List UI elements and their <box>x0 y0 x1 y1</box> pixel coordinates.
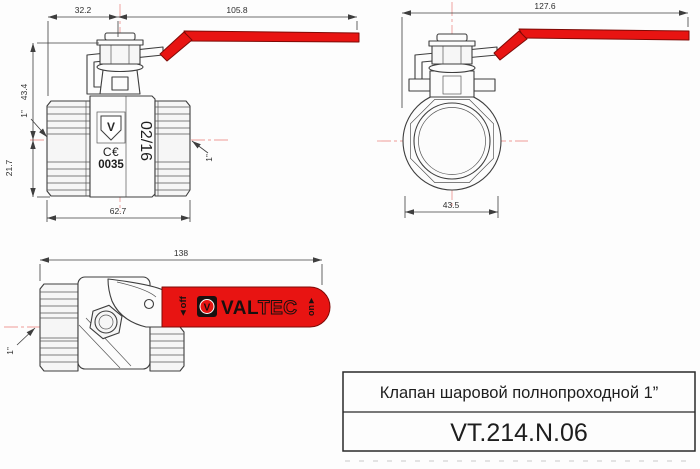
stem-assembly <box>96 32 144 95</box>
dim-label-center-to-top: 43.4 <box>19 83 29 100</box>
brand-text-outline: TEC <box>258 298 298 319</box>
side-view: V C€ 0035 02/16 32.2 105.8 43.4 21.7 62.… <box>4 4 360 222</box>
ce-mark: C€ <box>103 145 119 159</box>
dim-label-left-to-stem: 32.2 <box>75 5 92 15</box>
valve-body-front <box>402 91 502 191</box>
valtec-logo-icon: V <box>197 296 217 317</box>
front-view: 127.6 43.5 <box>377 1 690 218</box>
title-block-description: Клапан шаровой полнопроходной 1” <box>380 384 659 402</box>
title-block-article: VT.214.N.06 <box>450 419 588 447</box>
title-block: Клапан шаровой полнопроходной 1” VT.214.… <box>342 371 696 462</box>
dim-label-body-width: 43.5 <box>443 200 460 210</box>
body-markings: V C€ 0035 02/16 <box>96 111 154 171</box>
dim-label-overall-length: 138 <box>174 248 188 258</box>
thread-label-plan: 1” <box>5 347 15 355</box>
cert-number: 0035 <box>98 159 124 171</box>
brand-text-solid: VAL <box>221 298 259 319</box>
dim-label-overall-with-handle: 127.6 <box>534 1 556 11</box>
handle-arm-plan <box>107 278 164 328</box>
dim-label-body-length: 62.7 <box>110 206 127 216</box>
handle-lever-plan: ◄off V VAL TEC on► <box>161 286 331 328</box>
date-code: 02/16 <box>137 121 154 161</box>
plan-view: ◄off V VAL TEC on► 138 1” <box>4 248 331 372</box>
handle-off-label: ◄off <box>178 295 189 317</box>
thread-end-right-plan <box>149 326 185 372</box>
valtec-shield-icon: V <box>96 111 126 144</box>
thread-end-left-plan <box>39 283 79 372</box>
thread-end-right <box>154 100 191 197</box>
dim-label-center-to-bottom: 21.7 <box>4 159 14 176</box>
plan-view-dimensions: 138 1” <box>5 248 323 355</box>
shield-letter: V <box>107 120 115 134</box>
stem-nut-plan <box>89 304 123 340</box>
stem-assembly-front <box>408 33 496 98</box>
handle-lever <box>159 30 360 62</box>
thread-label-right: 1” <box>204 154 214 162</box>
side-view-dimensions: 32.2 105.8 43.4 21.7 62.7 1” 1” <box>4 5 358 222</box>
handle-lever <box>493 28 690 61</box>
front-view-dimensions: 127.6 43.5 <box>401 1 689 218</box>
handle-on-label: on► <box>306 296 316 316</box>
dim-label-stem-to-handle: 105.8 <box>226 5 248 15</box>
thread-label-left: 1” <box>19 110 29 118</box>
thread-end-left <box>46 100 91 197</box>
logo-letter: V <box>204 303 211 314</box>
